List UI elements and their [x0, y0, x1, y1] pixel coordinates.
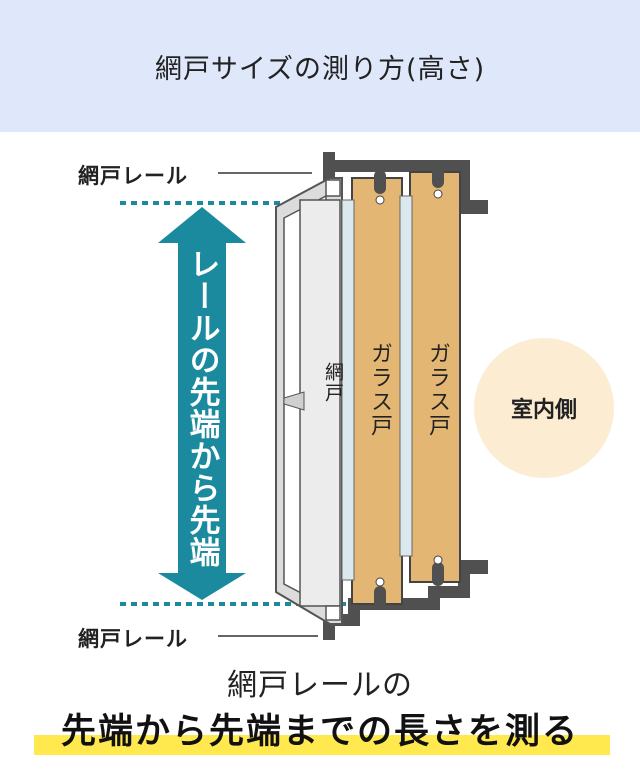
screen-door-handle [283, 391, 305, 411]
screen-door-panel [299, 199, 341, 607]
glass-door-2-hook-top [432, 164, 444, 188]
glass-door-2-hook-bottom [432, 562, 444, 586]
glass-door-1-knob-bottom [375, 577, 385, 587]
glass-door-1-knob-top [375, 195, 385, 205]
indoor-label: 室内側 [510, 398, 577, 423]
glass-door-2-knob-top [433, 189, 443, 199]
height-arrow [158, 207, 246, 600]
caption-line-2: 先端から先端までの長さを測る [60, 712, 579, 752]
page-title: 網戸サイズの測り方(高さ) [154, 53, 486, 85]
screen-door-roller-bottom [325, 605, 341, 621]
glass-door-label-2: ガラス戸 [425, 342, 450, 438]
rail-label-bottom: 網戸レール [78, 627, 188, 651]
screen-door-roller-top [325, 179, 341, 197]
indoor-side-circle: 室内側 [474, 338, 614, 478]
rail-top [323, 152, 488, 214]
arrow-label: レールの先端から先端 [183, 248, 220, 568]
glass-door-2-pane [399, 195, 413, 557]
caption-line-1: 網戸レールの [227, 668, 413, 703]
glass-door-1-pane [341, 199, 355, 581]
glass-door-2-knob-bottom [433, 555, 443, 565]
glass-door-1-hook-bottom [374, 586, 386, 610]
rail-bottom [323, 560, 488, 640]
rail-label-top: 網戸レール [78, 164, 188, 188]
glass-door-1-hook-top [374, 170, 386, 194]
caption-highlight [34, 735, 610, 755]
screen-door-label: 網戸 [322, 362, 344, 404]
glass-door-label-1: ガラス戸 [367, 342, 392, 438]
header: 網戸サイズの測り方(高さ) [0, 0, 640, 132]
